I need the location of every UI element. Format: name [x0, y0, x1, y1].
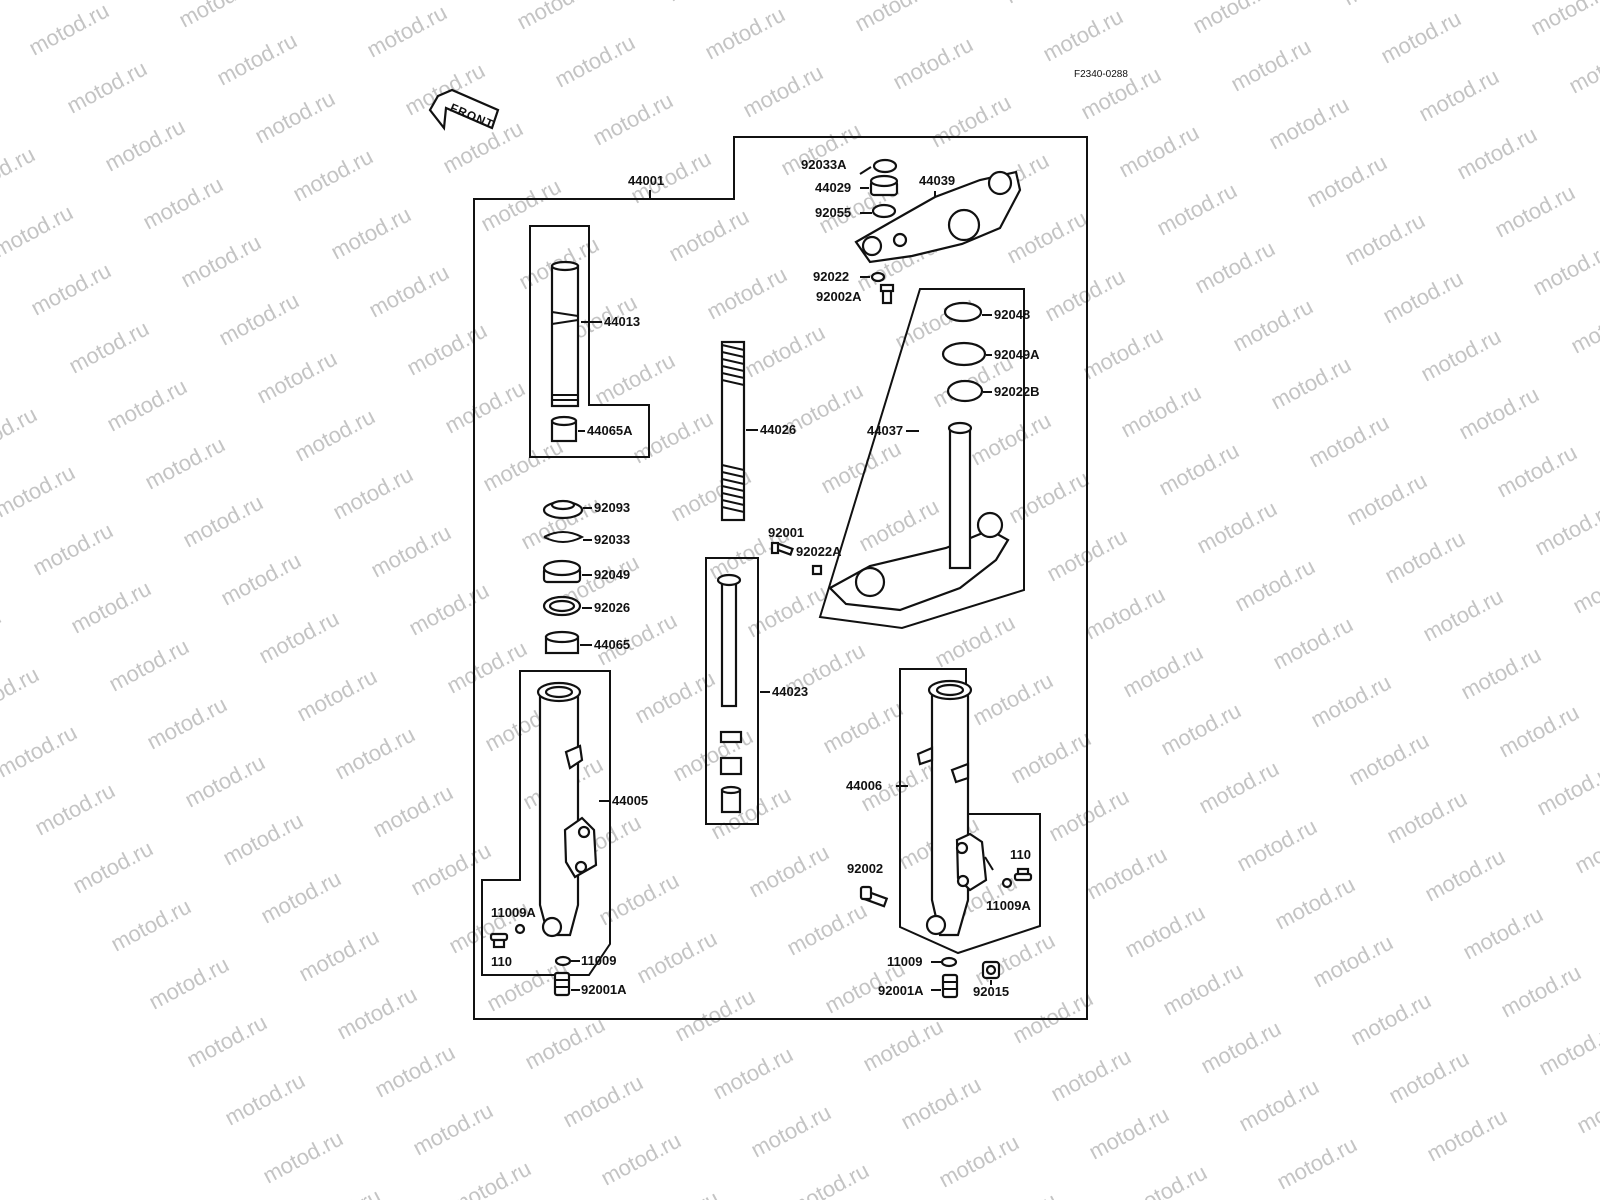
fork-tube-44013	[550, 260, 580, 408]
label-92022A: 92022A	[796, 544, 842, 559]
label-92055: 92055	[815, 205, 852, 220]
damper-rod-44023	[716, 573, 743, 814]
label-11009A-right: 11009A	[986, 898, 1031, 913]
cap-92048	[943, 301, 983, 323]
washer-92022B	[946, 379, 984, 403]
spring-44026	[720, 340, 746, 522]
gasket-11009A-left	[514, 923, 526, 935]
label-92033: 92033	[594, 532, 631, 547]
subgroup-box-44013	[529, 225, 650, 458]
label-110-right: 110	[1010, 847, 1031, 862]
label-44006: 44006	[846, 778, 883, 793]
upper-bracket-44039	[854, 170, 1022, 264]
label-11009A-left: 11009A	[491, 905, 536, 920]
label-92022B: 92022B	[994, 384, 1040, 399]
leader-11009A-right	[984, 856, 994, 871]
label-92093: 92093	[594, 500, 631, 515]
leader-92033A	[859, 166, 872, 175]
label-92049A: 92049A	[994, 347, 1040, 362]
label-44065: 44065	[594, 637, 631, 652]
clip-92033	[543, 531, 585, 543]
bolt-92002	[859, 885, 889, 908]
dust-seal-92093	[542, 499, 584, 520]
ring-92033A	[872, 158, 898, 174]
bleed-screw-110-left	[489, 932, 509, 949]
label-92001A-right: 92001A	[878, 983, 924, 998]
steering-stem-44037	[828, 421, 1010, 612]
label-92049: 92049	[594, 567, 631, 582]
washer-92055	[871, 203, 897, 219]
subgroup-box-44005	[481, 670, 611, 976]
gasket-11009-left	[554, 955, 572, 967]
label-92022: 92022	[813, 269, 850, 284]
label-92015: 92015	[973, 984, 1010, 999]
washer-92026	[542, 595, 582, 617]
label-11009-left: 11009	[581, 953, 617, 968]
label-44037: 44037	[867, 423, 904, 438]
label-44005: 44005	[612, 793, 649, 808]
subgroup-box-44037	[818, 288, 1025, 630]
subgroup-box-44023	[705, 557, 759, 825]
bushing-44029	[869, 174, 899, 197]
nut-92022A	[811, 564, 823, 576]
label-44065A: 44065A	[587, 423, 633, 438]
outer-tube-44006	[916, 679, 988, 937]
bearing-92049A	[941, 341, 987, 367]
gasket-11009-right	[940, 956, 958, 968]
bushing-44065	[544, 630, 580, 655]
label-92048: 92048	[994, 307, 1031, 322]
washer-92022	[870, 271, 886, 283]
label-92002A: 92002A	[816, 289, 862, 304]
bolt-92001	[770, 541, 794, 556]
label-44023: 44023	[772, 684, 809, 699]
gasket-11009A-right	[1001, 877, 1013, 889]
oil-seal-92049	[542, 559, 582, 584]
drawing-reference-code: F2340-0288	[1074, 69, 1128, 80]
label-44029: 44029	[815, 180, 852, 195]
bolt-92001A-right	[941, 973, 959, 999]
label-92001A-left: 92001A	[581, 982, 627, 997]
label-44013: 44013	[604, 314, 641, 329]
outer-tube-44005	[536, 681, 598, 938]
label-44039: 44039	[919, 173, 956, 188]
front-arrow-icon	[428, 88, 500, 131]
label-92001: 92001	[768, 525, 805, 540]
label-92026: 92026	[594, 600, 631, 615]
bolt-92001A-left	[553, 971, 571, 997]
bolt-92002A	[879, 283, 895, 305]
bleed-screw-110-right	[1013, 867, 1033, 882]
plug-92015	[981, 960, 1001, 980]
label-110-left: 110	[491, 954, 512, 969]
assembly-boundary-44001	[473, 136, 1088, 1020]
label-92002: 92002	[847, 861, 884, 876]
label-44001: 44001	[628, 173, 665, 188]
label-44026: 44026	[760, 422, 797, 437]
label-11009-right: 11009	[887, 954, 923, 969]
label-92033A: 92033A	[801, 157, 847, 172]
bushing-44065A	[550, 415, 578, 443]
